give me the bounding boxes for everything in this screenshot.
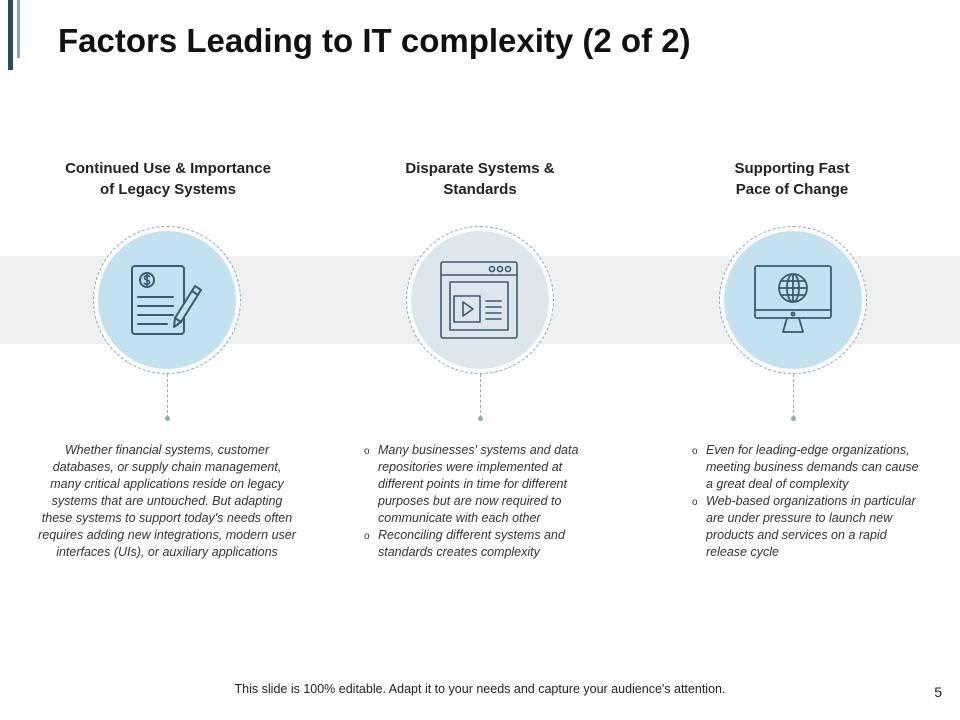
column-2-heading-line-2: Standards bbox=[443, 181, 517, 198]
bullet-marker: o bbox=[692, 497, 698, 508]
browser-video-window-icon bbox=[440, 261, 518, 339]
footer-note: This slide is 100% editable. Adapt it to… bbox=[234, 682, 726, 696]
column-1-heading-line-2: of Legacy Systems bbox=[100, 181, 236, 198]
column-3-connector-dot bbox=[791, 416, 796, 421]
column-2-heading: Disparate Systems & Standards bbox=[350, 158, 610, 200]
page-number: 5 bbox=[934, 684, 942, 700]
bullet-text: Many businesses' systems and data reposi… bbox=[378, 443, 579, 525]
list-item: o Reconciling different systems and stan… bbox=[364, 527, 594, 561]
monitor-globe-icon bbox=[754, 265, 832, 333]
column-1-heading-line-1: Continued Use & Importance bbox=[65, 160, 271, 177]
column-1-connector bbox=[167, 374, 168, 418]
column-3-connector bbox=[793, 374, 794, 418]
accent-bar-light bbox=[17, 0, 20, 58]
column-1-paragraph: Whether financial systems, customer data… bbox=[38, 443, 296, 559]
column-1-connector-dot bbox=[165, 416, 170, 421]
list-item: o Web-based organizations in particular … bbox=[692, 493, 922, 561]
bullet-marker: o bbox=[692, 446, 698, 457]
column-3-heading-line-2: Pace of Change bbox=[735, 181, 849, 198]
column-2-connector bbox=[480, 374, 481, 418]
column-2-bullet-list: o Many businesses' systems and data repo… bbox=[364, 442, 594, 561]
column-1-circle bbox=[93, 226, 241, 374]
bullet-text: Reconciling different systems and standa… bbox=[378, 528, 565, 559]
bullet-text: Even for leading-edge organizations, mee… bbox=[706, 443, 919, 491]
column-1-heading: Continued Use & Importance of Legacy Sys… bbox=[38, 158, 298, 200]
column-3-heading-line-1: Supporting Fast bbox=[734, 160, 850, 177]
column-3-heading: Supporting Fast Pace of Change bbox=[662, 158, 922, 200]
accent-bar-dark bbox=[8, 0, 13, 70]
column-3-circle bbox=[719, 226, 867, 374]
column-2-heading-line-1: Disparate Systems & bbox=[405, 160, 555, 177]
slide-title: Factors Leading to IT complexity (2 of 2… bbox=[58, 22, 691, 59]
column-2-connector-dot bbox=[478, 416, 483, 421]
column-2-circle bbox=[406, 226, 554, 374]
list-item: o Many businesses' systems and data repo… bbox=[364, 442, 594, 527]
list-item: o Even for leading-edge organizations, m… bbox=[692, 442, 922, 493]
bullet-marker: o bbox=[364, 446, 370, 457]
bullet-marker: o bbox=[364, 531, 370, 542]
financial-document-pen-icon bbox=[131, 265, 202, 335]
column-3-bullet-list: o Even for leading-edge organizations, m… bbox=[692, 442, 922, 561]
bullet-text: Web-based organizations in particular ar… bbox=[706, 494, 916, 559]
